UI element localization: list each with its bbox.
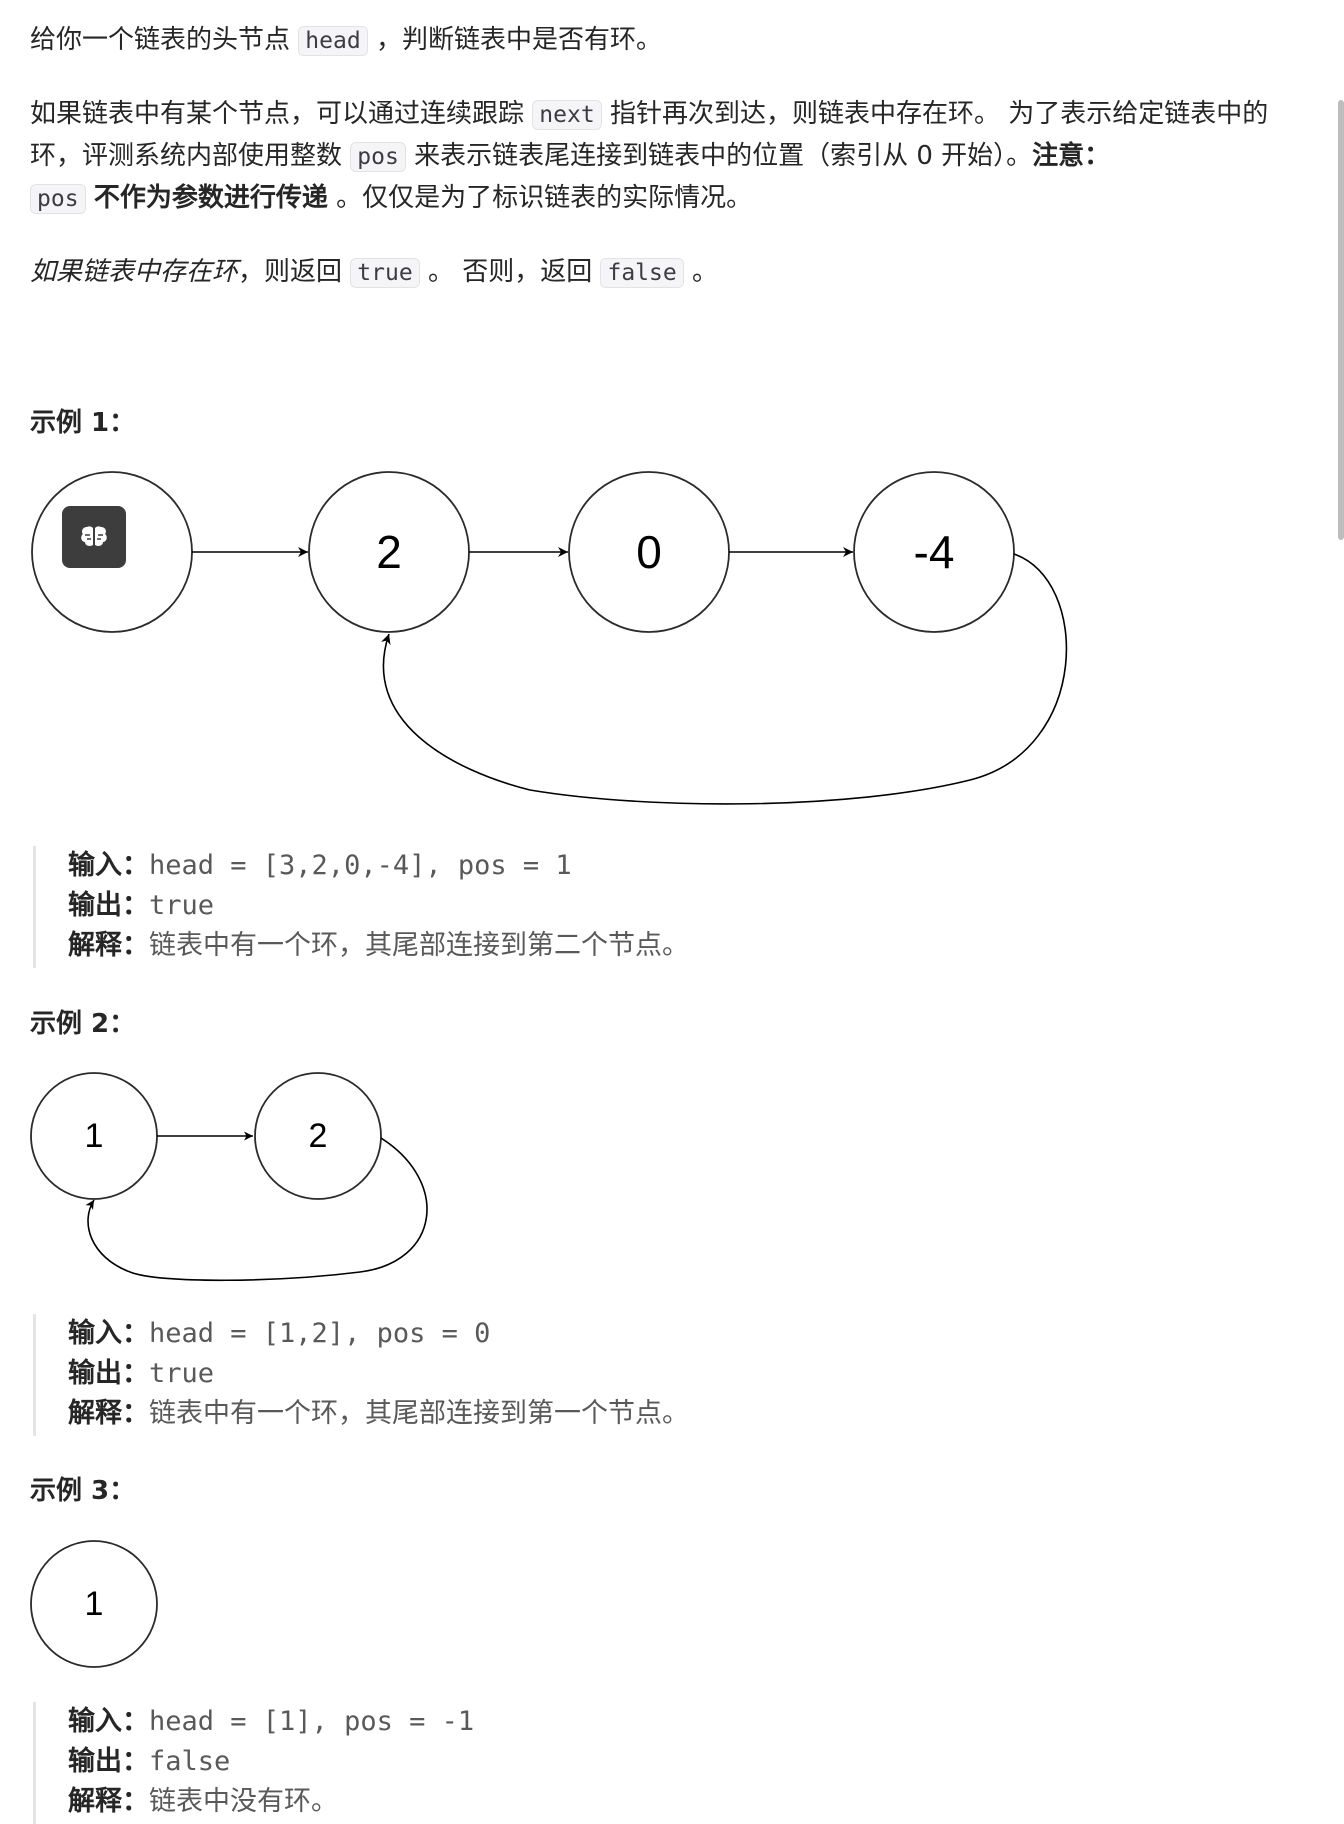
explain-line: 解释：链表中有一个环，其尾部连接到第一个节点。 [68,1394,689,1434]
example-1-diagram: 2 0 -4 [31,471,1068,805]
explain-label: 解释： [68,1398,149,1429]
text: 如果链表中有某个节点，可以通过连续跟踪 [30,99,525,129]
output-line: 输出：false [68,1742,474,1782]
explain-label: 解释： [68,930,149,961]
bold-text: 不作为参数进行传递 [93,183,328,213]
node-label: -4 [914,526,955,578]
input-value: head = [3,2,0,-4], pos = 1 [149,850,572,881]
input-line: 输入：head = [3,2,0,-4], pos = 1 [68,846,689,886]
node-circle [30,1540,158,1668]
inline-code: pos [30,184,86,214]
explain-label: 解释： [68,1786,149,1817]
node-label: 0 [636,526,662,578]
explain-value: 链表中有一个环，其尾部连接到第二个节点。 [149,930,689,961]
example-1-title: 示例 1： [30,408,136,438]
brain-icon-button[interactable]: 3 [62,506,126,568]
text: 给你一个链表的头节点 [30,25,291,55]
output-value: false [149,1746,231,1777]
input-line: 输入：head = [1,2], pos = 0 [68,1314,689,1354]
description-paragraph-2: 如果链表中有某个节点，可以通过连续跟踪 next 指针再次到达，则链表中存在环。… [30,94,1320,220]
explain-value: 链表中没有环。 [149,1786,338,1817]
inline-code: true [350,258,420,288]
output-label: 输出： [68,890,149,921]
scrollbar-thumb[interactable] [1338,100,1344,540]
inline-code: false [600,258,684,288]
description-paragraph-3: 如果链表中存在环，则返回 true 。 否则，返回 false 。 [30,252,718,294]
vertical-scrollbar[interactable] [1338,0,1344,1821]
example-2-diagram: 1 2 [30,1072,428,1282]
node-label: 1 [85,1585,104,1623]
description-paragraph-1: 给你一个链表的头节点 head ，判断链表中是否有环。 [30,20,662,62]
inline-code: next [532,100,602,130]
example-3-diagram: 1 [30,1540,158,1668]
input-label: 输入： [68,1706,149,1737]
input-label: 输入： [68,850,149,881]
node-circle [853,471,1015,633]
inline-code: pos [350,142,406,172]
example-2-io: 输入：head = [1,2], pos = 0 输出：true 解释：链表中有… [33,1314,689,1436]
node-circle [254,1072,382,1200]
example-2-title: 示例 2： [30,1009,136,1039]
example-3-io: 输入：head = [1], pos = -1 输出：false 解释：链表中没… [33,1702,474,1824]
text: ，则返回 [238,257,343,287]
cycle-arrow [85,1137,428,1282]
italic-text: 如果链表中存在环 [30,257,239,287]
output-line: 输出：true [68,1354,689,1394]
output-value: true [149,1358,215,1389]
input-value: head = [1,2], pos = 0 [149,1318,491,1349]
explain-line: 解释：链表中有一个环，其尾部连接到第二个节点。 [68,926,689,966]
cycle-arrow [381,553,1068,805]
output-value: true [149,890,215,921]
text: 指针再次到达，则链表中存在环。 为了表示给定链表中的环，评测系统内部使用整数 [30,99,1269,171]
explain-line: 解释：链表中没有环。 [68,1782,474,1822]
node-label: 2 [376,526,402,578]
text: 。 否则，返回 [427,257,593,287]
text: 。仅仅是为了标识链表的实际情况。 [336,183,753,213]
input-value: head = [1], pos = -1 [149,1706,475,1737]
node-label: 1 [85,1117,104,1155]
node-label: 2 [309,1117,328,1155]
bold-text: 注意： [1032,141,1111,171]
input-label: 输入： [68,1318,149,1349]
input-line: 输入：head = [1], pos = -1 [68,1702,474,1742]
example-1-io: 输入：head = [3,2,0,-4], pos = 1 输出：true 解释… [33,846,689,968]
text: 来表示链表尾连接到链表中的位置（索引从 0 开始）。 [414,141,1033,171]
text: 。 [692,257,719,287]
output-line: 输出：true [68,886,689,926]
output-label: 输出： [68,1746,149,1777]
explain-value: 链表中有一个环，其尾部连接到第一个节点。 [149,1398,689,1429]
output-label: 输出： [68,1358,149,1389]
text: ，判断链表中是否有环。 [375,25,662,55]
brain-icon [81,526,107,546]
example-3-title: 示例 3： [30,1476,136,1506]
inline-code: head [298,26,368,56]
